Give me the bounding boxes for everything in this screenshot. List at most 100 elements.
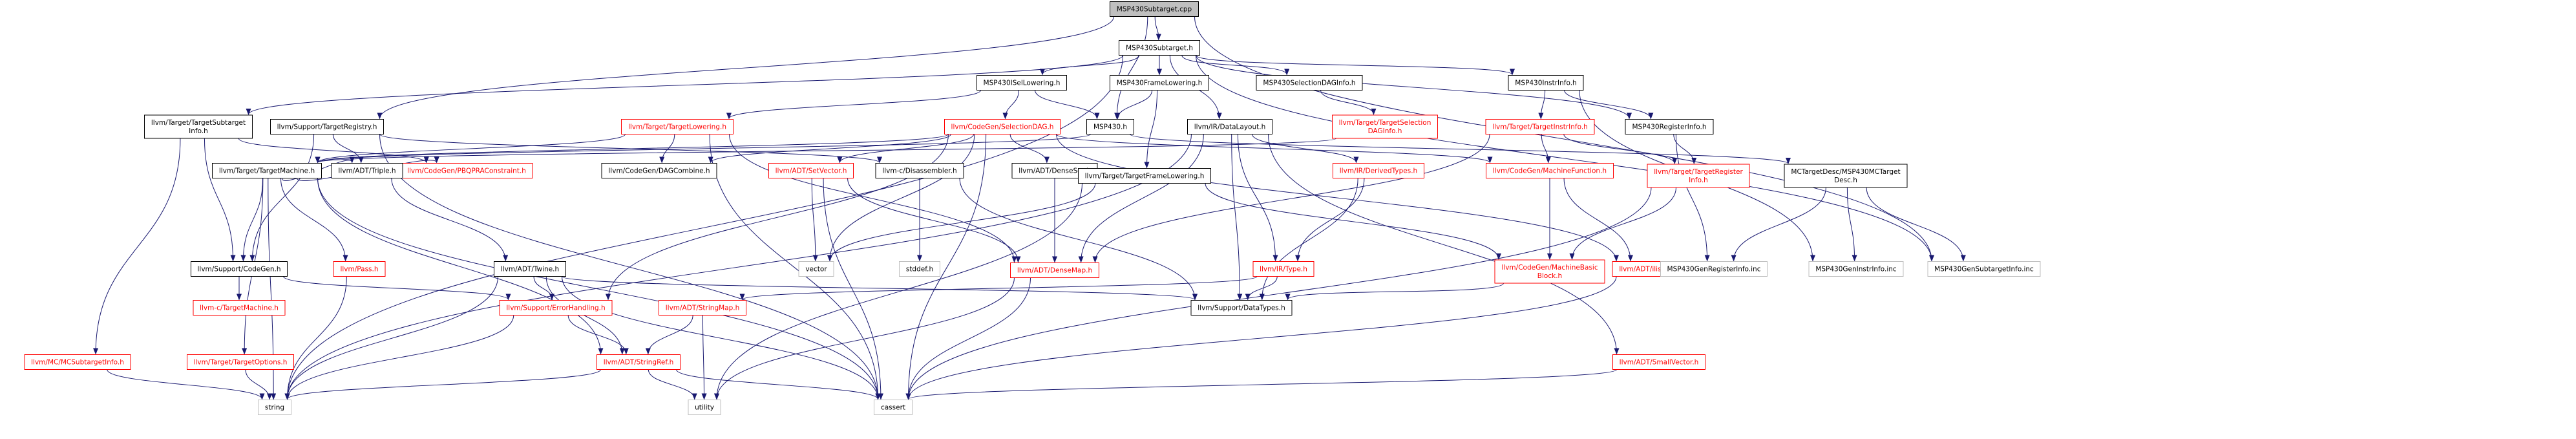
edge-twine-to-dtypesup xyxy=(562,276,1198,301)
node-tframe[interactable]: llvm/Target/TargetFrameLowering.h xyxy=(1078,168,1211,184)
node-disasm[interactable]: llvm-c/Disassembler.h xyxy=(875,163,964,178)
edge-datalayout-to-dtypesup xyxy=(1231,134,1243,301)
node-box xyxy=(1494,259,1605,284)
node-treg[interactable]: llvm/Support/TargetRegistry.h xyxy=(270,119,384,134)
edge-densemap-to-utility xyxy=(714,277,1015,400)
node-triple[interactable]: llvm/ADT/Triple.h xyxy=(331,163,403,178)
node-dtypesup[interactable]: llvm/Support/DataTypes.h xyxy=(1190,300,1293,316)
node-dagcomb[interactable]: llvm/CodeGen/DAGCombine.h xyxy=(601,163,717,178)
node-layer: MSP430Subtarget.cppMSP430Subtarget.hMSP4… xyxy=(24,1,2041,415)
node-box xyxy=(1252,261,1314,277)
node-pass[interactable]: llvm/Pass.h xyxy=(333,261,386,277)
node-box xyxy=(494,261,566,277)
node-setvec[interactable]: llvm/ADT/SetVector.h xyxy=(768,163,854,178)
node-box xyxy=(596,354,681,370)
node-label: llvm/ADT/SetVector.h xyxy=(776,167,847,175)
node-strref[interactable]: llvm/ADT/StringRef.h xyxy=(596,354,681,370)
node-subh[interactable]: MSP430Subtarget.h xyxy=(1119,40,1200,56)
node-label: utility xyxy=(695,404,714,412)
node-root[interactable]: MSP430Subtarget.cpp xyxy=(1110,1,1199,17)
node-label: llvm/Target/TargetSelection xyxy=(1339,119,1431,127)
edge-cgseldag-to-mfunc xyxy=(1056,134,1493,164)
node-string: string xyxy=(258,400,291,415)
edge-pass-to-string xyxy=(284,276,347,400)
node-irtype[interactable]: llvm/IR/Type.h xyxy=(1252,261,1314,277)
node-box xyxy=(1190,300,1293,316)
node-label: llvm/ADT/DenseMap.h xyxy=(1017,267,1092,275)
node-ctm[interactable]: llvm-c/TargetMachine.h xyxy=(193,300,286,316)
node-label: MSP430SelectionDAGInfo.h xyxy=(1263,80,1355,87)
node-label: Info.h xyxy=(189,127,208,135)
edge-datalayout-to-dtypes xyxy=(1252,134,1359,164)
node-label: MSP430GenRegisterInfo.inc xyxy=(1667,266,1761,273)
edge-tlow-to-cassert xyxy=(709,134,881,400)
node-denseset[interactable]: llvm/ADT/DenseSet.h xyxy=(1011,163,1098,178)
node-label: llvm/Target/TargetLowering.h xyxy=(628,123,726,131)
node-box xyxy=(1086,119,1134,134)
node-datalayout[interactable]: llvm/IR/DataLayout.h xyxy=(1187,119,1272,134)
node-strmap[interactable]: llvm/ADT/StringMap.h xyxy=(659,300,746,316)
node-mcsub[interactable]: llvm/MC/MCSubtargetInfo.h xyxy=(24,354,131,370)
node-isel[interactable]: MSP430ISelLowering.h xyxy=(977,75,1067,91)
node-densemap[interactable]: llvm/ADT/DenseMap.h xyxy=(1010,262,1099,278)
node-label: llvm/Target/TargetRegister xyxy=(1654,168,1743,176)
node-label: MSP430GenInstrInfo.inc xyxy=(1815,266,1897,273)
edge-instr-to-tinstr xyxy=(1538,90,1546,120)
edge-irtype-to-strmap xyxy=(739,276,1258,301)
edge-subh-to-reginfo xyxy=(1196,55,1632,120)
node-twine[interactable]: llvm/ADT/Twine.h xyxy=(494,261,566,277)
node-box xyxy=(331,163,403,178)
edge-tinstr-to-mfunc xyxy=(1541,134,1551,164)
node-box xyxy=(144,114,253,139)
node-seldag[interactable]: MSP430SelectionDAGInfo.h xyxy=(1256,75,1363,91)
node-cgseldag[interactable]: llvm/CodeGen/SelectionDAG.h xyxy=(944,119,1061,134)
edge-datalayout-to-string xyxy=(284,134,1192,400)
node-tmach[interactable]: llvm/Target/TargetMachine.h xyxy=(212,163,322,178)
node-errh[interactable]: llvm/Support/ErrorHandling.h xyxy=(499,300,613,316)
edge-tinstr-to-treginfo xyxy=(1563,134,1678,164)
node-box xyxy=(1647,164,1750,188)
node-mfunc[interactable]: llvm/CodeGen/MachineFunction.h xyxy=(1486,163,1614,178)
edge-isel-to-msp430h xyxy=(1035,90,1100,120)
node-reginfo[interactable]: MSP430RegisterInfo.h xyxy=(1625,119,1714,134)
edge-twine-to-cassert xyxy=(562,276,881,400)
edge-mcsub-to-string xyxy=(107,369,265,400)
edge-tmach-to-supcg xyxy=(240,178,264,262)
node-label: llvm/Target/TargetInstrInfo.h xyxy=(1492,123,1588,131)
edge-tinstr-to-densemap xyxy=(1092,134,1490,263)
node-label: llvm/Target/TargetSubtarget xyxy=(151,119,246,127)
node-tlow[interactable]: llvm/Target/TargetLowering.h xyxy=(621,119,734,134)
node-smallvec[interactable]: llvm/ADT/SmallVector.h xyxy=(1612,354,1705,370)
edge-reginfo-to-genreg xyxy=(1675,134,1710,262)
node-tinstr[interactable]: llvm/Target/TargetInstrInfo.h xyxy=(1485,119,1595,134)
node-label: llvm/Support/DataTypes.h xyxy=(1198,305,1285,312)
node-topts[interactable]: llvm/Target/TargetOptions.h xyxy=(187,354,294,370)
node-box xyxy=(187,354,294,370)
edge-msp430h-to-mctdesc xyxy=(1130,134,1791,164)
node-box xyxy=(1808,261,1904,277)
node-label: DAGInfo.h xyxy=(1368,127,1402,135)
edge-cgseldag-to-dagcomb xyxy=(708,134,951,164)
node-supcg[interactable]: llvm/Support/CodeGen.h xyxy=(191,261,288,277)
node-label: MCTargetDesc/MSP430MCTarget xyxy=(1791,168,1900,176)
node-pbqp[interactable]: llvm/CodeGen/PBQPRAConstraint.h xyxy=(400,163,533,178)
node-box xyxy=(875,163,964,178)
edge-mctdesc-to-geninstr xyxy=(1846,187,1857,262)
edge-tsubinfo-to-pbqp xyxy=(238,138,429,164)
node-dtypes[interactable]: llvm/IR/DerivedTypes.h xyxy=(1333,163,1424,178)
edge-root-to-gensub xyxy=(1194,16,1934,262)
node-box xyxy=(1927,261,2041,277)
node-msp430h[interactable]: MSP430.h xyxy=(1086,119,1134,134)
edge-layer xyxy=(93,16,1966,400)
node-instr[interactable]: MSP430InstrInfo.h xyxy=(1508,75,1584,91)
edge-tmach-to-pass xyxy=(280,178,348,262)
node-frame[interactable]: MSP430FrameLowering.h xyxy=(1110,75,1209,91)
node-box xyxy=(499,300,613,316)
edge-setvec-to-vector xyxy=(811,178,818,262)
